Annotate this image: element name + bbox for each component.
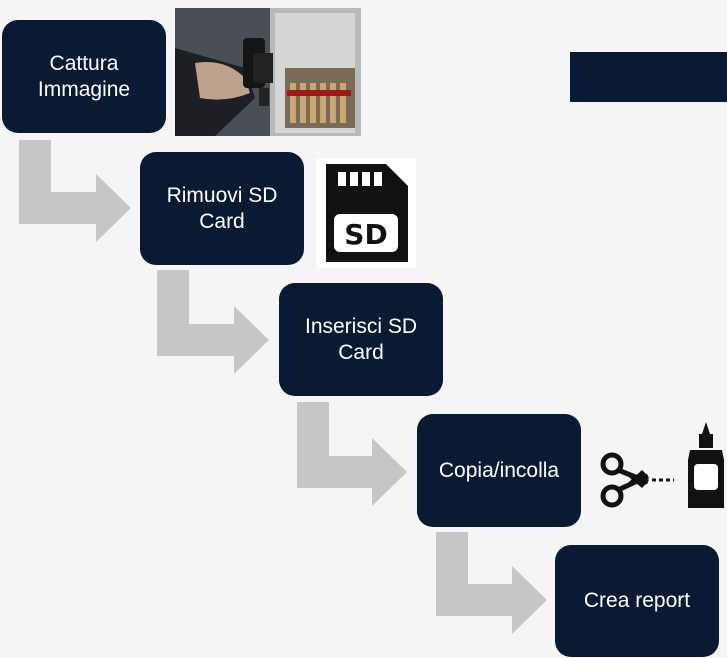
scissors-icon: [600, 450, 676, 510]
step-cattura-immagine: Cattura Immagine: [2, 20, 166, 133]
header-bar: [570, 52, 727, 102]
sd-label: SD: [344, 218, 387, 251]
step-copia-incolla: Copia/incolla: [417, 414, 581, 527]
glue-bottle-icon: [684, 420, 727, 512]
step-label-line1: Inserisci SD: [304, 314, 418, 338]
sd-card-icon: SD: [316, 158, 416, 268]
step-crea-report: Crea report: [555, 545, 719, 657]
step-label-line1: Crea report: [583, 589, 691, 612]
thermal-camera-photo: [175, 8, 361, 136]
step-label-line2: Card: [338, 340, 384, 364]
step-label-line2: Card: [199, 209, 245, 233]
step-label-line1: Copia/incolla: [438, 458, 560, 482]
step-inserisci-sd-card: Inserisci SD Card: [279, 283, 443, 396]
step-label-line2: Immagine: [37, 77, 131, 101]
step-rimuovi-sd-card: Rimuovi SD Card: [140, 152, 304, 265]
step-label-line1: Cattura: [49, 51, 119, 75]
step-label-line1: Rimuovi SD: [166, 183, 278, 207]
